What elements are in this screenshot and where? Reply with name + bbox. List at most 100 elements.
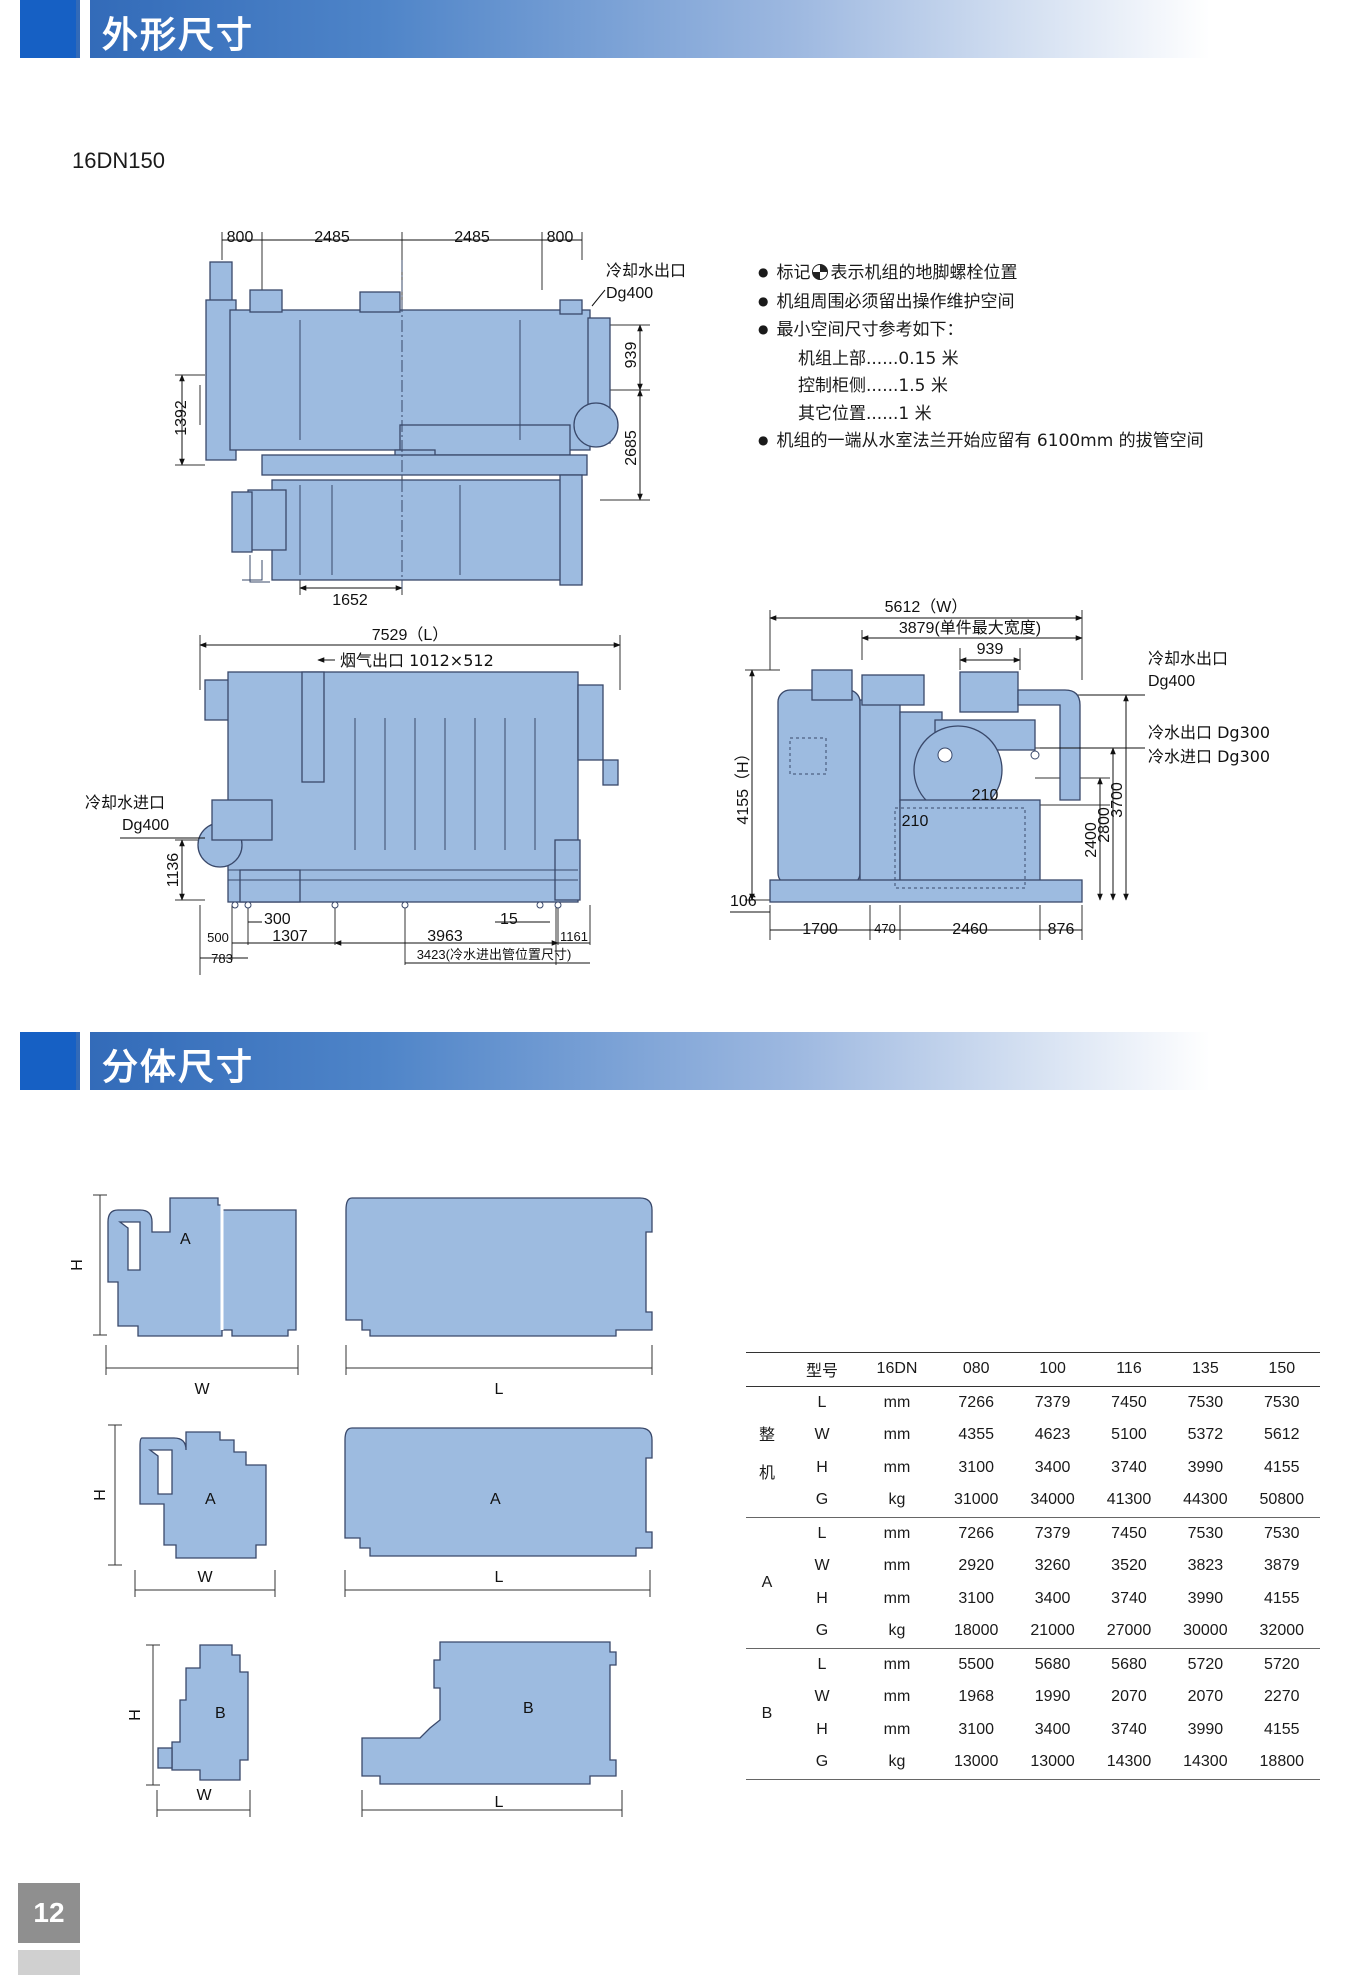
split-a-2: A	[205, 1491, 216, 1508]
split-w-2: W	[197, 1569, 213, 1586]
label-side-cooling-outlet: 冷却水出口	[1148, 649, 1228, 668]
dim-1136: 1136	[165, 853, 182, 888]
split-b-1: B	[215, 1705, 226, 1722]
table-row: A L mm 7266 7379 7450 7530 7530	[746, 1517, 1320, 1591]
dim-939-side: 939	[977, 641, 1004, 658]
split-h-3: H	[127, 1709, 144, 1721]
label-side-cooling-outlet-size: Dg400	[1148, 673, 1195, 690]
bolt-marker-icon	[812, 264, 829, 280]
section-band-split: 分体尺寸	[20, 1032, 1210, 1090]
side-view-drawing: 5612（W） 3879(单件最大宽度) 939 4155（H） 210 210…	[730, 598, 1270, 940]
dim-876: 876	[1048, 921, 1075, 938]
header-150: 150	[1268, 1360, 1296, 1378]
dim-length-7529: 7529（L）	[372, 626, 449, 644]
group-label-whole: 整机	[758, 1426, 775, 1482]
dim-top-800-left: 800	[227, 229, 254, 246]
split-h-1: H	[69, 1259, 86, 1271]
dim-1161: 1161	[560, 929, 588, 944]
table-row: W mm 1968 1990 2070 2070 2270	[814, 1688, 1300, 1706]
header-135: 135	[1192, 1360, 1219, 1378]
split-l-3: L	[495, 1794, 504, 1811]
label-chilled-inlet: 冷水进口 Dg300	[1148, 747, 1270, 766]
dim-783: 783	[211, 951, 233, 966]
dim-top-800-right: 800	[547, 229, 574, 246]
dim-left-1392: 1392	[173, 400, 190, 436]
dim-height-4155: 4155（H）	[734, 745, 752, 824]
dim-500: 500	[207, 930, 229, 945]
note-subitem: 控制柜侧......1.5 米	[798, 376, 948, 396]
table-row: B L mm 5500 5680 5680 5720 5720	[746, 1648, 1320, 1722]
page-number: 12	[18, 1883, 80, 1943]
table-row: G kg 13000 13000 14300 14300 18800	[815, 1753, 1305, 1771]
dim-1700: 1700	[802, 921, 838, 938]
note-subitem: 机组上部......0.15 米	[798, 348, 959, 369]
header-model: 型号	[805, 1363, 838, 1381]
dim-right-2685: 2685	[623, 430, 640, 466]
split-b-2: B	[523, 1700, 534, 1717]
label-flue-outlet: 烟气出口 1012×512	[340, 651, 494, 670]
dim-3963: 3963	[427, 928, 463, 945]
section-title-outline: 外形尺寸	[102, 15, 255, 56]
table-row: 整机 L mm 7266 7379 7450 7530 7530	[746, 1386, 1320, 1482]
split-diagrams: H A W L H A A W L H B B W L	[69, 1194, 653, 1817]
split-h-2: H	[92, 1489, 109, 1501]
front-view-drawing: 7529（L） 烟气出口 1012×512 冷却水进口 Dg400 1136 3…	[85, 626, 621, 975]
label-cooling-inlet: 冷却水进口	[85, 793, 165, 812]
spec-group-a: A L mm 7266 7379 7450 7530 7530 W mm 292…	[746, 1517, 1320, 1648]
dim-2800: 2800	[1096, 807, 1113, 843]
header-series: 16DN	[876, 1360, 918, 1378]
split-a-3: A	[490, 1491, 501, 1508]
group-label-b: B	[761, 1704, 773, 1722]
spec-header-row: 型号 16DN 080 100 116 135 150	[746, 1352, 1320, 1386]
dim-width-5612: 5612（W）	[885, 598, 968, 616]
dim-15: 15	[500, 911, 518, 928]
dim-470: 470	[874, 921, 896, 936]
dim-106: 106	[730, 893, 757, 910]
split-l-1: L	[495, 1381, 504, 1398]
dim-3700: 3700	[1109, 782, 1126, 818]
table-row: W mm 4355 4623 5100 5372 5612	[814, 1426, 1300, 1444]
dim-bottom-1652: 1652	[332, 592, 368, 609]
split-w-3: W	[196, 1787, 212, 1804]
model-name: 16DN150	[72, 148, 165, 173]
top-view-drawing: 800 2485 2485 800 1652 1392 939 2685 冷却水…	[173, 229, 686, 609]
table-row: G kg 31000 34000 41300 44300 50800	[815, 1491, 1305, 1509]
dim-3423: 3423(冷水进出管位置尺寸)	[417, 947, 572, 962]
header-080: 080	[962, 1360, 990, 1378]
dim-1307: 1307	[272, 928, 308, 945]
split-w-1: W	[194, 1381, 210, 1398]
table-row: W mm 2920 3260 3520 3823 3879	[814, 1557, 1300, 1575]
label-cooling-outlet: 冷却水出口	[606, 261, 686, 280]
label-cooling-outlet-size: Dg400	[606, 285, 653, 302]
spec-table: 型号 16DN 080 100 116 135 150 整机 L mm 7266…	[746, 1352, 1320, 1780]
group-label-a: A	[761, 1573, 773, 1591]
label-chilled-outlet: 冷水出口 Dg300	[1148, 723, 1270, 742]
dim-2460: 2460	[952, 921, 988, 938]
dim-210-b: 210	[902, 813, 929, 830]
header-100: 100	[1039, 1360, 1066, 1378]
dim-top-2485-right: 2485	[454, 229, 490, 246]
note-item: 机组的一端从水室法兰开始应留有 6100mm 的拔管空间	[758, 428, 1203, 457]
table-row: H mm 3100 3400 3740 3990 4155	[816, 1720, 1300, 1738]
table-row: H mm 3100 3400 3740 3990 4155	[816, 1458, 1300, 1476]
dim-2400: 2400	[1083, 822, 1100, 858]
dim-300: 300	[264, 911, 291, 928]
note-item: 最小空间尺寸参考如下：	[758, 317, 1204, 346]
dim-210-a: 210	[972, 787, 999, 804]
split-l-2: L	[495, 1569, 504, 1586]
spec-group-b: B L mm 5500 5680 5680 5720 5720 W mm 196…	[746, 1648, 1320, 1779]
note-subitem: 其它位置......1 米	[798, 403, 932, 424]
table-row: H mm 3100 3400 3740 3990 4155	[816, 1589, 1300, 1607]
dim-max-width-3879: 3879(单件最大宽度)	[899, 619, 1041, 637]
section-title-split: 分体尺寸	[102, 1047, 255, 1088]
header-116: 116	[1116, 1360, 1142, 1378]
split-a-1: A	[180, 1231, 191, 1248]
page-strip	[18, 1950, 80, 1975]
label-cooling-inlet-size: Dg400	[122, 817, 169, 834]
note-item: 机组周围必须留出操作维护空间	[758, 289, 1204, 318]
section-band-outline: 外形尺寸	[20, 0, 1210, 58]
dim-top-2485-left: 2485	[314, 229, 350, 246]
